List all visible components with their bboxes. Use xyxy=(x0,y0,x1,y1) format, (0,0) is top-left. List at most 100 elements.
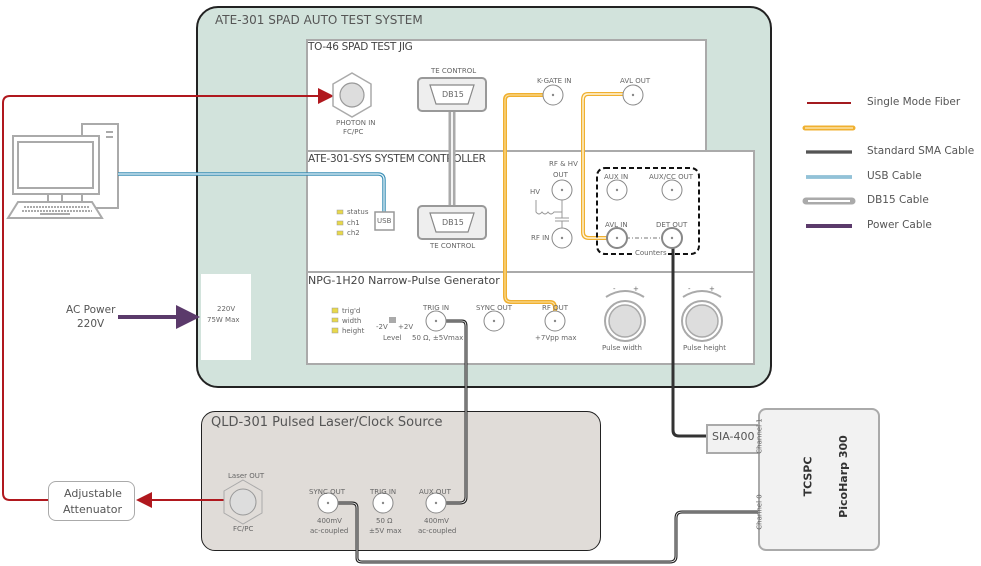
qld-sync-out-l2: ac-coupled xyxy=(310,527,349,535)
sma-cable-det-out xyxy=(671,238,706,438)
led-ch1 xyxy=(336,220,344,226)
k-gate-cable xyxy=(503,93,557,318)
qld-title: QLD-301 Pulsed Laser/Clock Source xyxy=(211,415,443,430)
level-plus: +2V xyxy=(398,323,414,331)
channel0-text: Channel xyxy=(755,500,764,530)
legend-sma-label: Standard SMA Cable xyxy=(867,145,975,157)
db15-connector-jig xyxy=(417,77,487,112)
pulse-height-knob xyxy=(681,290,723,342)
power-inlet-line1: 220V xyxy=(217,305,236,313)
usb-port-label: USB xyxy=(377,217,392,225)
laser-out-sub: FC/PC xyxy=(233,525,254,533)
legend-usb-label: USB Cable xyxy=(867,170,922,182)
led-height xyxy=(331,327,339,334)
hv-bias-tee-icon xyxy=(535,200,569,228)
ac-power-line2: 220V xyxy=(77,318,105,330)
db15-jig-label: DB15 xyxy=(442,90,464,99)
level-minus: -2V xyxy=(376,323,388,331)
laser-out-connector xyxy=(223,479,263,525)
legend-power-label: Power Cable xyxy=(867,219,932,231)
legend-swatches xyxy=(802,102,856,228)
db15-controller-label: DB15 xyxy=(442,218,464,227)
qld-trig-in-l1: 50 Ω xyxy=(376,517,393,525)
jig-title: TO-46 SPAD TEST JIG xyxy=(308,41,413,53)
channel1-text: Channel xyxy=(755,424,764,454)
ate-title: ATE-301 SPAD AUTO TEST SYSTEM xyxy=(215,13,423,27)
usb-port xyxy=(374,211,395,231)
legend-fiber-label: Single Mode Fiber xyxy=(867,96,961,108)
k-gate-in-label: K-GATE IN xyxy=(537,77,572,85)
led-ch2 xyxy=(336,230,344,236)
db15-connector-controller xyxy=(417,205,487,240)
qld-trig-in-label: TRIG IN xyxy=(370,488,397,496)
knob-width-label: Pulse width xyxy=(602,344,642,352)
photon-in-label: PHOTON IN xyxy=(336,119,376,127)
qld-aux-out-l2: ac-coupled xyxy=(418,527,457,535)
power-inlet-line2: 75W Max xyxy=(207,316,240,324)
qld-aux-out-l1: 400mV xyxy=(424,517,449,525)
tcspc-title: TCSPC xyxy=(801,456,815,497)
pulse-width-knob xyxy=(604,290,646,342)
level-label: Level xyxy=(383,334,402,342)
hv-label: HV xyxy=(530,188,541,196)
ac-power-line1: AC Power xyxy=(66,304,116,316)
level-switch xyxy=(389,317,396,323)
knob-width-plus: + xyxy=(633,285,639,293)
avl-out-label: AVL OUT xyxy=(620,77,651,85)
tcspc-channel1-label: Channel 1 xyxy=(756,418,764,453)
npg-rf-out-label: RF OUT xyxy=(542,304,569,312)
led-status xyxy=(336,209,344,215)
rf-hv-out-label1: RF & HV xyxy=(549,160,578,168)
npg-trig-in-label: TRIG IN xyxy=(423,304,450,312)
te-control-top-label: TE CONTROL xyxy=(431,67,477,75)
qld-301-chassis xyxy=(201,411,601,551)
led-status-label: status xyxy=(347,208,369,216)
power-inlet-box xyxy=(201,274,251,360)
usb-cable xyxy=(118,172,386,212)
npg-trig-in-spec: 50 Ω, ±5Vmax xyxy=(412,334,464,342)
attenuator-line1: Adjustable xyxy=(64,487,122,500)
sma-cable-trig xyxy=(438,319,468,505)
photon-in-sub: FC/PC xyxy=(343,128,364,136)
rf-in-label: RF IN xyxy=(531,234,550,242)
legend-db15-label: DB15 Cable xyxy=(867,194,929,206)
tcspc-box xyxy=(758,408,880,551)
det-out-label: DET OUT xyxy=(656,221,688,229)
sia-400-label: SIA-400 xyxy=(712,430,755,443)
led-ch2-label: ch2 xyxy=(347,229,360,237)
led-trigd-label: trig'd xyxy=(342,307,361,315)
knob-height-plus: + xyxy=(709,285,715,293)
counters-label: Counters xyxy=(634,249,668,257)
aux-cc-out-label: AUX/CC OUT xyxy=(649,173,693,181)
npg-sync-out-label: SYNC OUT xyxy=(476,304,512,312)
channel0-number: 0 xyxy=(755,494,764,499)
npg-title: NPG-1H20 Narrow-Pulse Generator xyxy=(308,274,500,287)
tcspc-model: PicoHarp 300 xyxy=(836,435,850,518)
knob-width-minus: - xyxy=(613,285,616,293)
attenuator-line2: Attenuator xyxy=(63,503,122,516)
adjustable-attenuator[interactable] xyxy=(48,481,135,521)
avl-in-label: AVL IN xyxy=(605,221,628,229)
rf-hv-out-label2: OUT xyxy=(553,171,568,179)
led-width-label: width xyxy=(342,317,362,325)
te-control-bottom-label: TE CONTROL xyxy=(430,242,476,250)
led-trigd xyxy=(331,307,339,314)
knob-height-label: Pulse height xyxy=(683,344,726,352)
qld-sync-out-l1: 400mV xyxy=(317,517,342,525)
knob-height-minus: - xyxy=(688,285,691,293)
fiber-cable-to-photon-in xyxy=(2,88,334,501)
npg-rf-out-spec: +7Vpp max xyxy=(535,334,577,342)
led-height-label: height xyxy=(342,327,365,335)
laser-out-label: Laser OUT xyxy=(228,472,265,480)
counters-box xyxy=(596,167,700,255)
aux-in-label: AUX IN xyxy=(604,173,629,181)
led-ch1-label: ch1 xyxy=(347,219,360,227)
led-width xyxy=(331,317,339,323)
qld-sync-out-label: SYNC OUT xyxy=(309,488,345,496)
computer-icon xyxy=(6,123,119,219)
controller-title: ATE-301-SYS SYSTEM CONTROLLER xyxy=(308,153,486,165)
photon-in-connector xyxy=(332,72,372,118)
qld-trig-in-l2: ±5V max xyxy=(369,527,402,535)
avl-cable xyxy=(581,92,623,240)
